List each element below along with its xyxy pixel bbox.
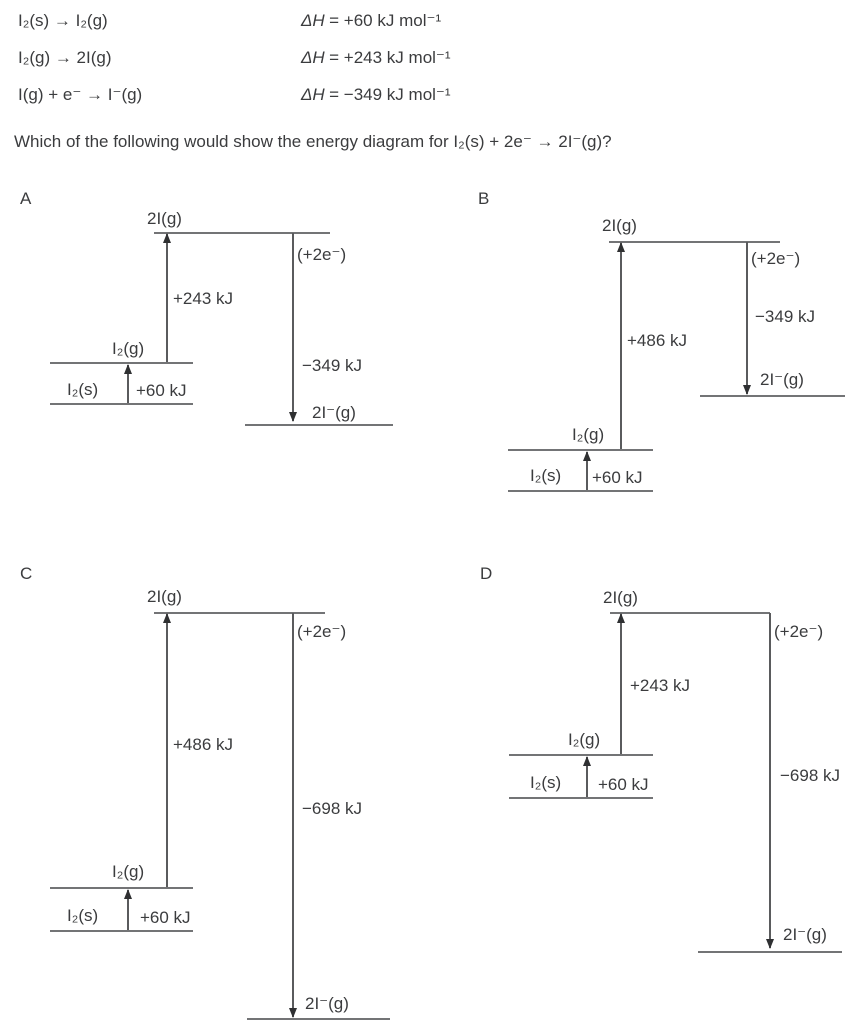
delta-h-value: = −349 kJ mol⁻¹ bbox=[329, 85, 451, 104]
delta-h-value: = +243 kJ mol⁻¹ bbox=[329, 48, 451, 67]
level-line-solid bbox=[50, 930, 193, 932]
level-line-ions bbox=[698, 951, 842, 953]
equation-row: I₂(s) → I₂(g) ΔH = +60 kJ mol⁻¹ bbox=[18, 11, 867, 31]
equation-row: I(g) + e⁻ → I⁻(g) ΔH = −349 kJ mol⁻¹ bbox=[18, 85, 867, 105]
electron-affinity-arrow bbox=[292, 233, 294, 421]
option-letter: C bbox=[20, 564, 33, 583]
electron-affinity-arrow bbox=[292, 613, 294, 1017]
level-label-atoms: 2I(g) bbox=[147, 587, 182, 606]
electrons-label: (+2e⁻) bbox=[751, 249, 801, 268]
sublimation-arrow bbox=[586, 757, 588, 797]
level-line-gas bbox=[50, 362, 193, 364]
level-label-atoms: 2I(g) bbox=[603, 588, 638, 607]
dissociation-arrow bbox=[620, 243, 622, 450]
level-line-solid bbox=[509, 797, 653, 799]
equation-dh: ΔH = +60 kJ mol⁻¹ bbox=[301, 11, 441, 31]
option-letter: D bbox=[480, 564, 493, 583]
dissociation-value: +243 kJ bbox=[173, 289, 234, 308]
equation-lhs: I₂(g) → 2I(g) bbox=[18, 48, 112, 67]
affinity-value: −698 kJ bbox=[780, 766, 841, 785]
equation-lhs: I(g) + e⁻ → I⁻(g) bbox=[18, 85, 143, 104]
dissociation-arrow bbox=[620, 614, 622, 754]
sublimation-arrow bbox=[586, 452, 588, 490]
option-letter: A bbox=[20, 189, 32, 208]
level-line-atoms bbox=[610, 612, 770, 614]
dissociation-arrow bbox=[166, 234, 168, 362]
question-prompt: Which of the following would show the en… bbox=[14, 132, 612, 151]
equation-dh: ΔH = +243 kJ mol⁻¹ bbox=[301, 48, 451, 68]
dissociation-arrow bbox=[166, 614, 168, 887]
equation-lhs: I₂(s) → I₂(g) bbox=[18, 11, 108, 30]
level-label-ions: 2I⁻(g) bbox=[760, 370, 804, 389]
sublimation-arrow bbox=[127, 365, 129, 403]
level-label-ions: 2I⁻(g) bbox=[783, 925, 827, 944]
equation-row: I₂(g) → 2I(g) ΔH = +243 kJ mol⁻¹ bbox=[18, 48, 867, 68]
sublimation-value: +60 kJ bbox=[598, 775, 649, 794]
level-line-ions bbox=[247, 1018, 390, 1020]
level-label-gas: I₂(g) bbox=[112, 339, 145, 358]
option-letter: B bbox=[478, 189, 490, 208]
level-line-gas bbox=[508, 449, 653, 451]
electrons-label: (+2e⁻) bbox=[774, 622, 824, 641]
level-label-ions: 2I⁻(g) bbox=[312, 403, 356, 422]
level-line-atoms bbox=[154, 612, 325, 614]
sublimation-arrow bbox=[127, 890, 129, 930]
level-label-gas: I₂(g) bbox=[112, 862, 145, 881]
electrons-label: (+2e⁻) bbox=[297, 245, 347, 264]
level-line-solid bbox=[508, 490, 653, 492]
level-label-solid: I₂(s) bbox=[530, 466, 562, 485]
sublimation-value: +60 kJ bbox=[592, 468, 643, 487]
electron-affinity-arrow bbox=[769, 613, 771, 948]
delta-h-symbol: ΔH bbox=[301, 48, 325, 67]
affinity-value: −349 kJ bbox=[302, 356, 363, 375]
level-line-gas bbox=[509, 754, 653, 756]
delta-h-symbol: ΔH bbox=[301, 85, 325, 104]
electron-affinity-arrow bbox=[746, 242, 748, 394]
sublimation-value: +60 kJ bbox=[136, 381, 187, 400]
equation-dh: ΔH = −349 kJ mol⁻¹ bbox=[301, 85, 451, 105]
dissociation-value: +486 kJ bbox=[173, 735, 234, 754]
level-label-solid: I₂(s) bbox=[67, 380, 99, 399]
level-line-ions bbox=[700, 395, 845, 397]
affinity-value: −349 kJ bbox=[755, 307, 816, 326]
dissociation-value: +243 kJ bbox=[630, 676, 691, 695]
dissociation-value: +486 kJ bbox=[627, 331, 688, 350]
level-label-ions: 2I⁻(g) bbox=[305, 994, 349, 1013]
level-label-solid: I₂(s) bbox=[530, 773, 562, 792]
level-line-solid bbox=[50, 403, 193, 405]
level-line-atoms bbox=[154, 232, 330, 234]
level-line-gas bbox=[50, 887, 193, 889]
level-line-ions bbox=[245, 424, 393, 426]
delta-h-symbol: ΔH bbox=[301, 11, 325, 30]
affinity-value: −698 kJ bbox=[302, 799, 363, 818]
level-label-solid: I₂(s) bbox=[67, 906, 99, 925]
level-label-atoms: 2I(g) bbox=[147, 209, 182, 228]
level-line-atoms bbox=[609, 241, 780, 243]
delta-h-value: = +60 kJ mol⁻¹ bbox=[329, 11, 442, 30]
electrons-label: (+2e⁻) bbox=[297, 622, 347, 641]
level-label-atoms: 2I(g) bbox=[602, 216, 637, 235]
sublimation-value: +60 kJ bbox=[140, 908, 191, 927]
level-label-gas: I₂(g) bbox=[572, 425, 605, 444]
level-label-gas: I₂(g) bbox=[568, 730, 601, 749]
